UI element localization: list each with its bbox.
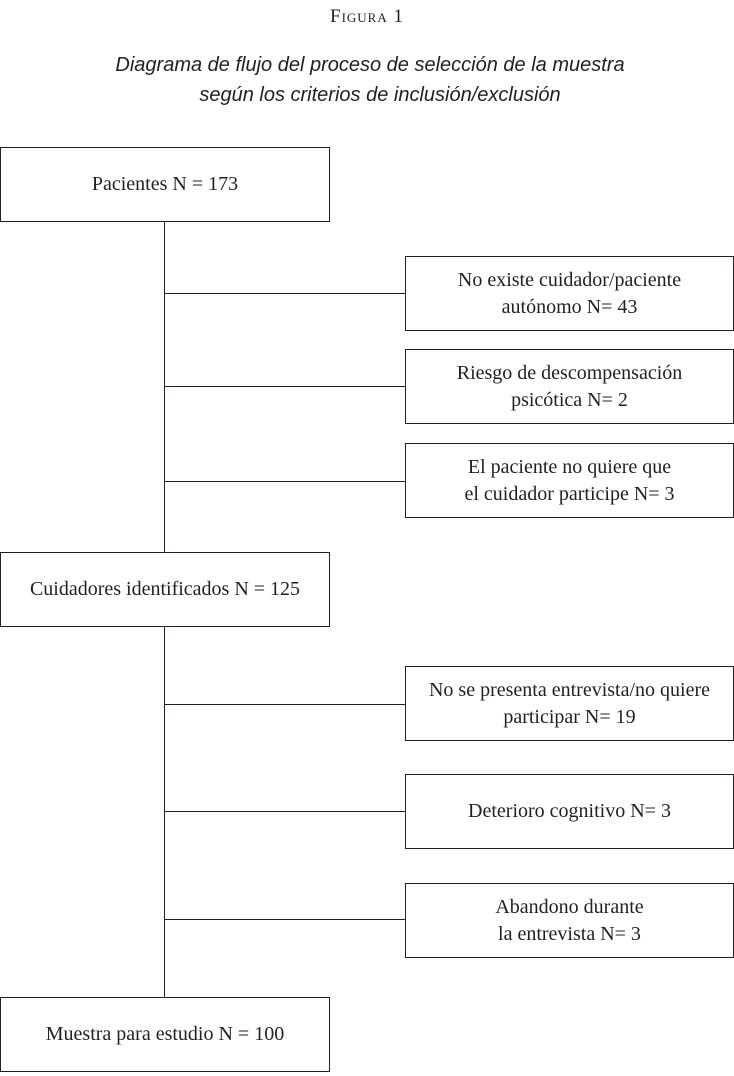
figure-caption-line-1: Diagrama de flujo del proceso de selecci… [115, 54, 625, 76]
connector-branch-6 [164, 919, 405, 921]
connector-branch-4 [164, 704, 405, 706]
box-exclusion-no-cuidador: No existe cuidador/paciente autónomo N= … [405, 256, 734, 331]
figure-label: Figura 1 [330, 6, 404, 27]
box-cuidadores-text: Cuidadores identificados N = 125 [29, 578, 301, 600]
connector-branch-1 [164, 293, 405, 295]
box-exclusion-riesgo: Riesgo de descompensación psicótica N= 2 [405, 349, 734, 424]
box-exclusion-no-quiere: El paciente no quiere que el cuidador pa… [405, 443, 734, 518]
exclusion-text: No se presenta entrevista/no quiere part… [428, 678, 710, 728]
box-exclusion-abandono: Abandono durante la entrevista N= 3 [405, 883, 734, 958]
box-muestra-text: Muestra para estudio N = 100 [45, 1023, 285, 1045]
connector-branch-3 [164, 481, 405, 483]
exclusion-text: No existe cuidador/paciente autónomo N= … [457, 268, 682, 318]
connector-branch-2 [164, 386, 405, 388]
box-exclusion-deterioro: Deterioro cognitivo N= 3 [405, 774, 734, 849]
connector-branch-5 [164, 811, 405, 813]
box-exclusion-no-presenta: No se presenta entrevista/no quiere part… [405, 666, 734, 741]
exclusion-text: Deterioro cognitivo N= 3 [468, 800, 671, 822]
exclusion-text: Riesgo de descompensación psicótica N= 2 [456, 361, 683, 411]
figure-caption-line-2: según los criterios de inclusión/exclusi… [199, 84, 561, 106]
exclusion-text: El paciente no quiere que el cuidador pa… [464, 455, 675, 505]
box-pacientes-text: Pacientes N = 173 [91, 173, 239, 195]
box-cuidadores: Cuidadores identificados N = 125 [0, 552, 330, 627]
box-muestra: Muestra para estudio N = 100 [0, 997, 330, 1072]
box-pacientes: Pacientes N = 173 [0, 147, 330, 222]
exclusion-text: Abandono durante la entrevista N= 3 [495, 895, 644, 945]
